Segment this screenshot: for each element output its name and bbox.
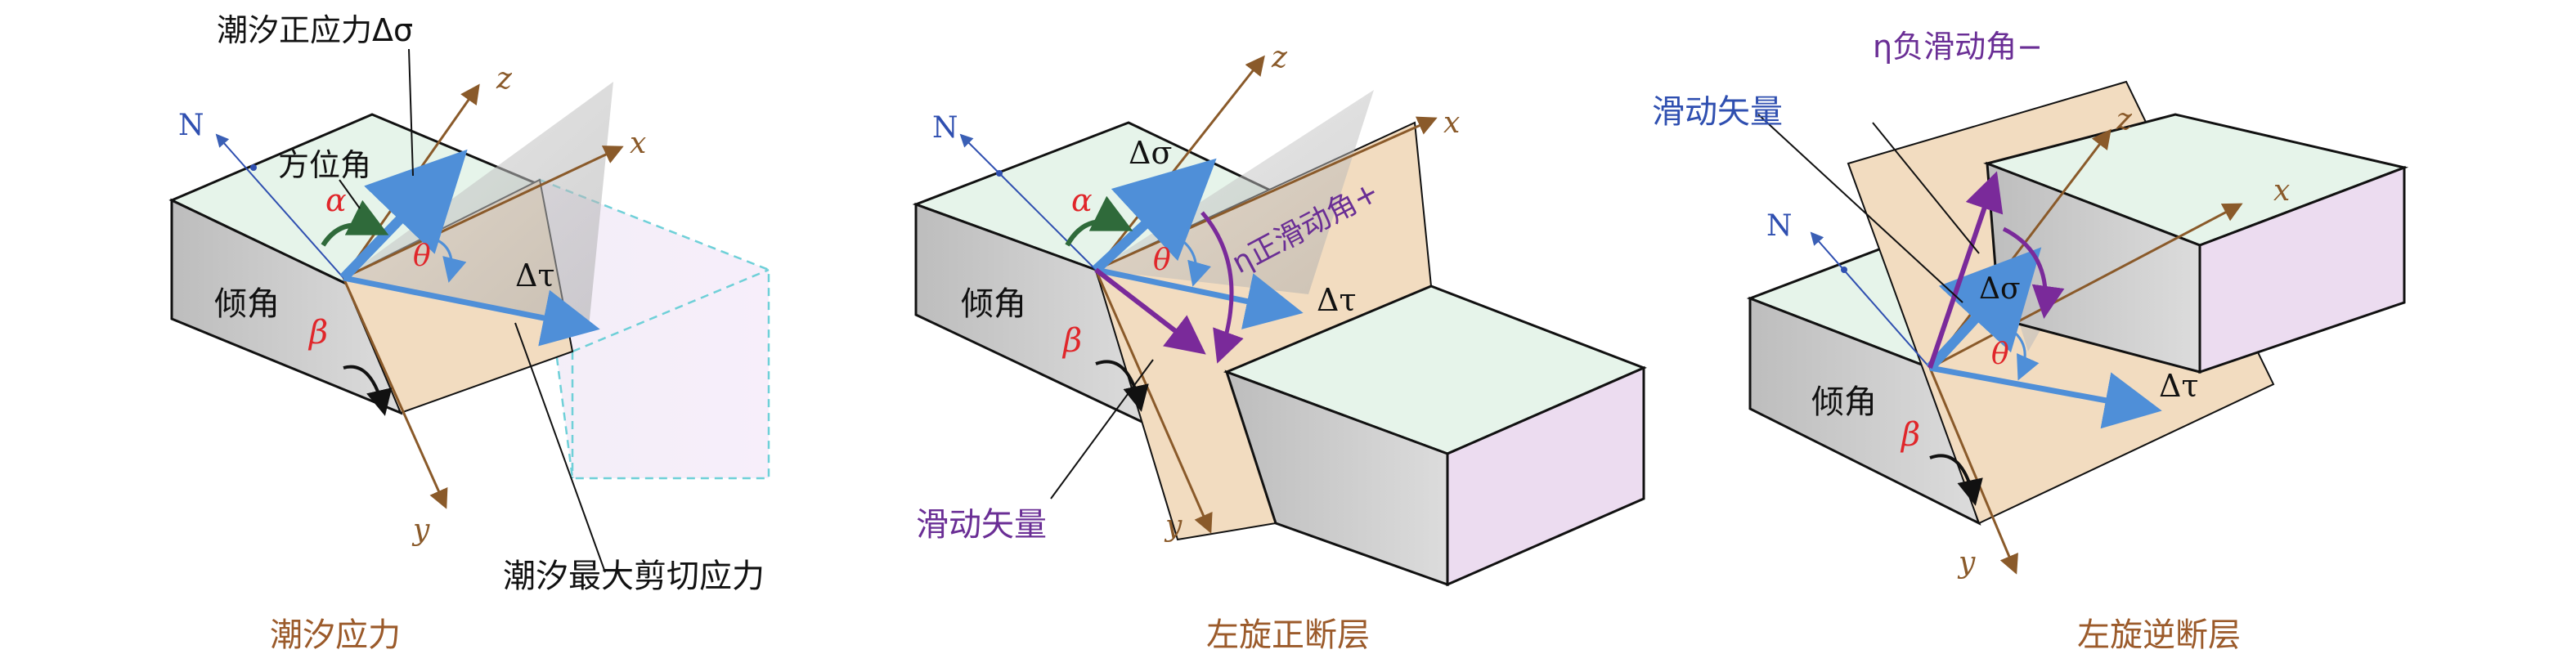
- delta-tau-label: Δτ: [515, 258, 554, 293]
- leader-line: [1050, 359, 1154, 499]
- north-axis-dot: [1841, 267, 1847, 273]
- dip-arc: [343, 365, 393, 416]
- theta-label: θ: [1991, 338, 2009, 371]
- y-axis: [1928, 367, 2018, 575]
- north-label: N: [178, 109, 204, 142]
- normal-plane-shadow: [343, 82, 613, 327]
- beta-label: β: [1900, 416, 1920, 454]
- max-shear-label: 潮汐最大剪切应力: [503, 558, 765, 595]
- north-label: N: [932, 111, 958, 145]
- theta-label: θ: [1153, 244, 1171, 277]
- z-axis-label: z: [1271, 41, 1288, 74]
- eta-arc: [1200, 211, 1244, 364]
- z-axis-label: z: [496, 62, 513, 96]
- dip-label: 倾角: [214, 285, 280, 323]
- block-end-face: [2198, 165, 2406, 374]
- azimuth-label: 方位角: [278, 147, 371, 183]
- eta-arc: [2002, 226, 2065, 319]
- alpha-label: α: [325, 182, 347, 218]
- theta-arc: [429, 235, 467, 283]
- leader-line: [339, 179, 361, 209]
- x-axis: [343, 146, 624, 280]
- theta-label: θ: [413, 240, 431, 273]
- leader-line: [408, 48, 414, 177]
- x-axis-label: x: [1443, 106, 1460, 140]
- dip-label: 倾角: [961, 285, 1026, 323]
- theta-arc: [1177, 235, 1212, 287]
- beta-label: β: [1061, 322, 1082, 360]
- y-axis: [1094, 269, 1213, 534]
- block-end-face: [1446, 365, 1645, 587]
- x-axis-label: x: [630, 127, 646, 160]
- leader-line: [1757, 114, 1963, 303]
- shear-stress-arrow: [1929, 365, 2162, 429]
- north-axis-dot: [250, 164, 257, 171]
- dip-arc: [1095, 360, 1149, 412]
- shear-stress-arrow: [343, 275, 600, 347]
- slip-vector-arrow: [1928, 171, 2004, 369]
- alpha-label: α: [1071, 182, 1093, 218]
- north-axis: [959, 133, 1097, 271]
- normal-stress-arrow: [339, 149, 468, 282]
- shear-stress-arrow: [1095, 267, 1304, 329]
- slip-vector-label: 滑动矢量: [1652, 93, 1783, 131]
- delta-tau-label: Δτ: [1317, 282, 1356, 318]
- panel-caption: 左旋逆断层: [2077, 616, 2241, 654]
- beta-label: β: [307, 314, 328, 352]
- normal-stress-label: 潮汐正应力Δσ: [217, 12, 413, 48]
- delta-sigma-label: Δσ: [1979, 272, 2021, 306]
- leader-line: [1872, 122, 1980, 254]
- north-label: N: [1766, 209, 1793, 243]
- panel-left-lateral-reverse-fault: η负滑动角− 滑动矢量 Δσ θ 倾角 β Δτ N x z y 左旋逆断层: [1652, 29, 2409, 654]
- slip-vector-label: 滑动矢量: [916, 506, 1047, 544]
- delta-tau-label: Δτ: [2159, 368, 2198, 404]
- north-axis: [1810, 231, 1931, 369]
- x-axis-label: x: [2273, 174, 2290, 208]
- panel-tidal-stress: 潮汐正应力Δσ 方位角 α θ 倾角 β Δτ 潮汐最大剪切应力 N x z y…: [168, 12, 770, 654]
- z-axis-label: z: [2116, 103, 2133, 137]
- dip-arc: [1929, 454, 1983, 506]
- panel-caption: 潮汐应力: [270, 616, 401, 654]
- alpha-arc: [321, 199, 389, 247]
- ghost-block-edge: [572, 268, 770, 353]
- slip-vector-arrow: [1094, 267, 1206, 355]
- normal-stress-arrow: [1926, 247, 2042, 372]
- leader-line: [514, 322, 606, 573]
- alpha-arc: [1065, 195, 1133, 247]
- panel-left-lateral-normal-fault: Δσ α θ η正滑动角+ 倾角 β Δτ 滑动矢量 N x z y 左旋正断层: [912, 41, 1647, 654]
- y-axis-label: y: [1957, 546, 1976, 580]
- y-axis-label: y: [1164, 509, 1183, 543]
- panel-caption: 左旋正断层: [1206, 616, 1370, 654]
- dip-label: 倾角: [1811, 383, 1877, 421]
- normal-stress-arrow: [1092, 158, 1217, 274]
- eta-rake-label: η负滑动角−: [1873, 29, 2043, 65]
- theta-arc: [1999, 321, 2040, 381]
- y-axis: [342, 277, 448, 509]
- north-axis-dot: [996, 170, 1003, 177]
- delta-sigma-label: Δσ: [1129, 135, 1172, 171]
- north-axis: [215, 133, 344, 279]
- y-axis-label: y: [411, 513, 430, 547]
